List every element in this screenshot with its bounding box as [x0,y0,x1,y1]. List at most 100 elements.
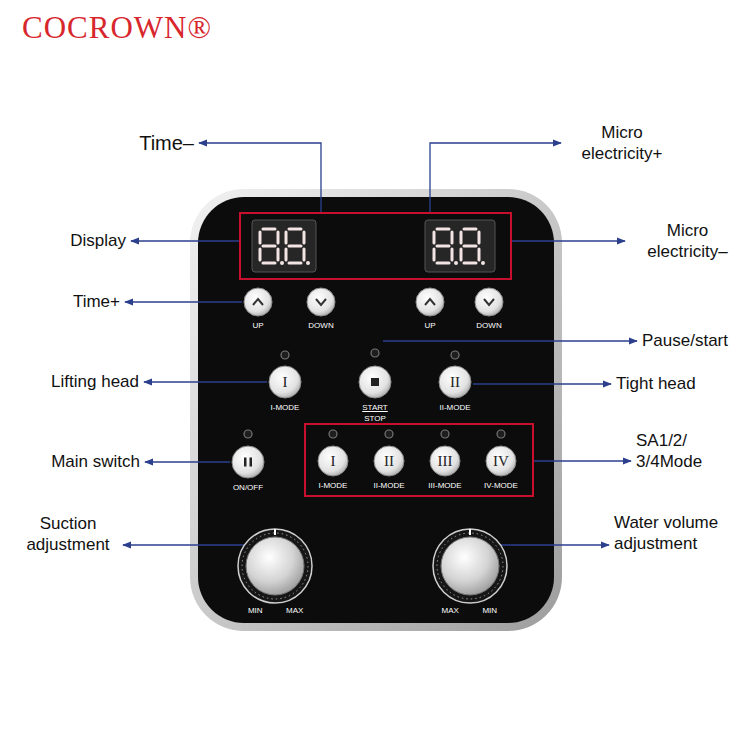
button-label: I-MODE [319,481,348,490]
digit-segment [263,262,275,265]
digit-segment [259,232,262,243]
button-cap [307,288,335,316]
button-label: UP [424,321,435,330]
leader-lines [123,143,637,545]
push-button: IIII-MODE [373,445,405,477]
button-label: III-MODE [428,481,461,490]
digit-segment [263,228,275,231]
callout-label: Lifting head [51,371,139,392]
button-numeral: IV [485,445,517,477]
button-cap [232,446,264,478]
knob-scale [242,533,308,599]
digit-segment [478,232,481,243]
push-button: STARTSTOP [358,365,392,399]
digit-segment [451,232,454,243]
digit-segment [277,249,280,260]
digit-segment [289,245,301,248]
button-cap [430,446,460,476]
button-label: IV-MODE [484,481,518,490]
scale-label: MIN [248,606,263,615]
digit-segment [437,228,449,231]
knob-cap [246,537,304,595]
knob-mark [274,529,276,535]
callout-label: Water volume adjustment [614,512,736,554]
leader-line [145,461,230,462]
leader-line [534,460,631,461]
button-label: ON/OFF [233,483,263,492]
button-cap [269,366,301,398]
leader-line [125,301,242,302]
digit-segment [263,245,275,248]
digit-segment [285,232,288,243]
button-numeral: II [438,365,472,399]
digit-dot [454,261,458,265]
callout-label: Time– [139,131,194,155]
button-cap [486,446,516,476]
callout-label: Tight head [616,373,696,394]
leader-line [383,340,637,341]
scale-label: MAX [286,606,303,615]
push-button: DOWN [474,287,504,317]
digit-segment [437,245,449,248]
callout-label: Pause/start [642,330,728,351]
push-button: II-MODE [268,365,302,399]
digit-dot [481,261,485,265]
push-button: IVIV-MODE [485,445,517,477]
callout-label: Display [70,230,126,251]
button-cap [439,366,471,398]
button-cap [475,288,503,316]
button-numeral: III [429,445,461,477]
mode-frame [305,424,533,496]
leader-line [430,143,561,212]
indicator-lights [244,349,505,438]
digit-segment [289,228,301,231]
button-cap [374,446,404,476]
button-shape [415,287,445,317]
callout-label: Main switch [51,451,140,472]
digit-segment [277,232,280,243]
digit-dot [280,261,284,265]
display-window [252,220,316,272]
seven-segment-digits [260,229,485,265]
button-shape [306,287,336,317]
callout-label: Suction adjustment [18,513,118,555]
display-window [425,220,495,272]
digit-segment [478,249,481,260]
panel-rim [190,189,562,631]
push-button: IIII-MODE [438,365,472,399]
push-button: ON/OFF [231,445,265,479]
button-cap [416,288,444,316]
knob-mark [469,529,471,535]
leader-line [199,143,321,212]
button-cap [244,288,272,316]
up-arrow-symbol [253,299,263,305]
button-shape [243,287,273,317]
leader-line [144,381,267,382]
digit-segment [303,249,306,260]
leader-line [473,383,611,384]
callout-label: Time+ [73,291,120,312]
knob-cap [441,537,499,595]
down-arrow-symbol [316,299,326,305]
button-label: II-MODE [439,403,470,412]
digit-segment [433,249,436,260]
digit-segment [460,232,463,243]
button-label: DOWN [308,321,333,330]
leader-line [131,240,239,241]
push-button: IIIIII-MODE [429,445,461,477]
button-cap [318,446,348,476]
button-label: STOP [364,414,386,423]
panel-face [198,197,554,623]
scale-label: MAX [442,606,459,615]
control-knob: MINMAX [237,528,313,604]
knob-shape [237,528,313,604]
button-shape [474,287,504,317]
brand-logo: COCROWN® [22,10,212,46]
button-numeral: I [317,445,349,477]
digit-dot [306,261,310,265]
button-label: II-MODE [373,481,404,490]
callout-label: Micro electricity– [630,220,745,262]
up-arrow-symbol [425,299,435,305]
down-arrow-symbol [484,299,494,305]
push-button: II-MODE [317,445,349,477]
